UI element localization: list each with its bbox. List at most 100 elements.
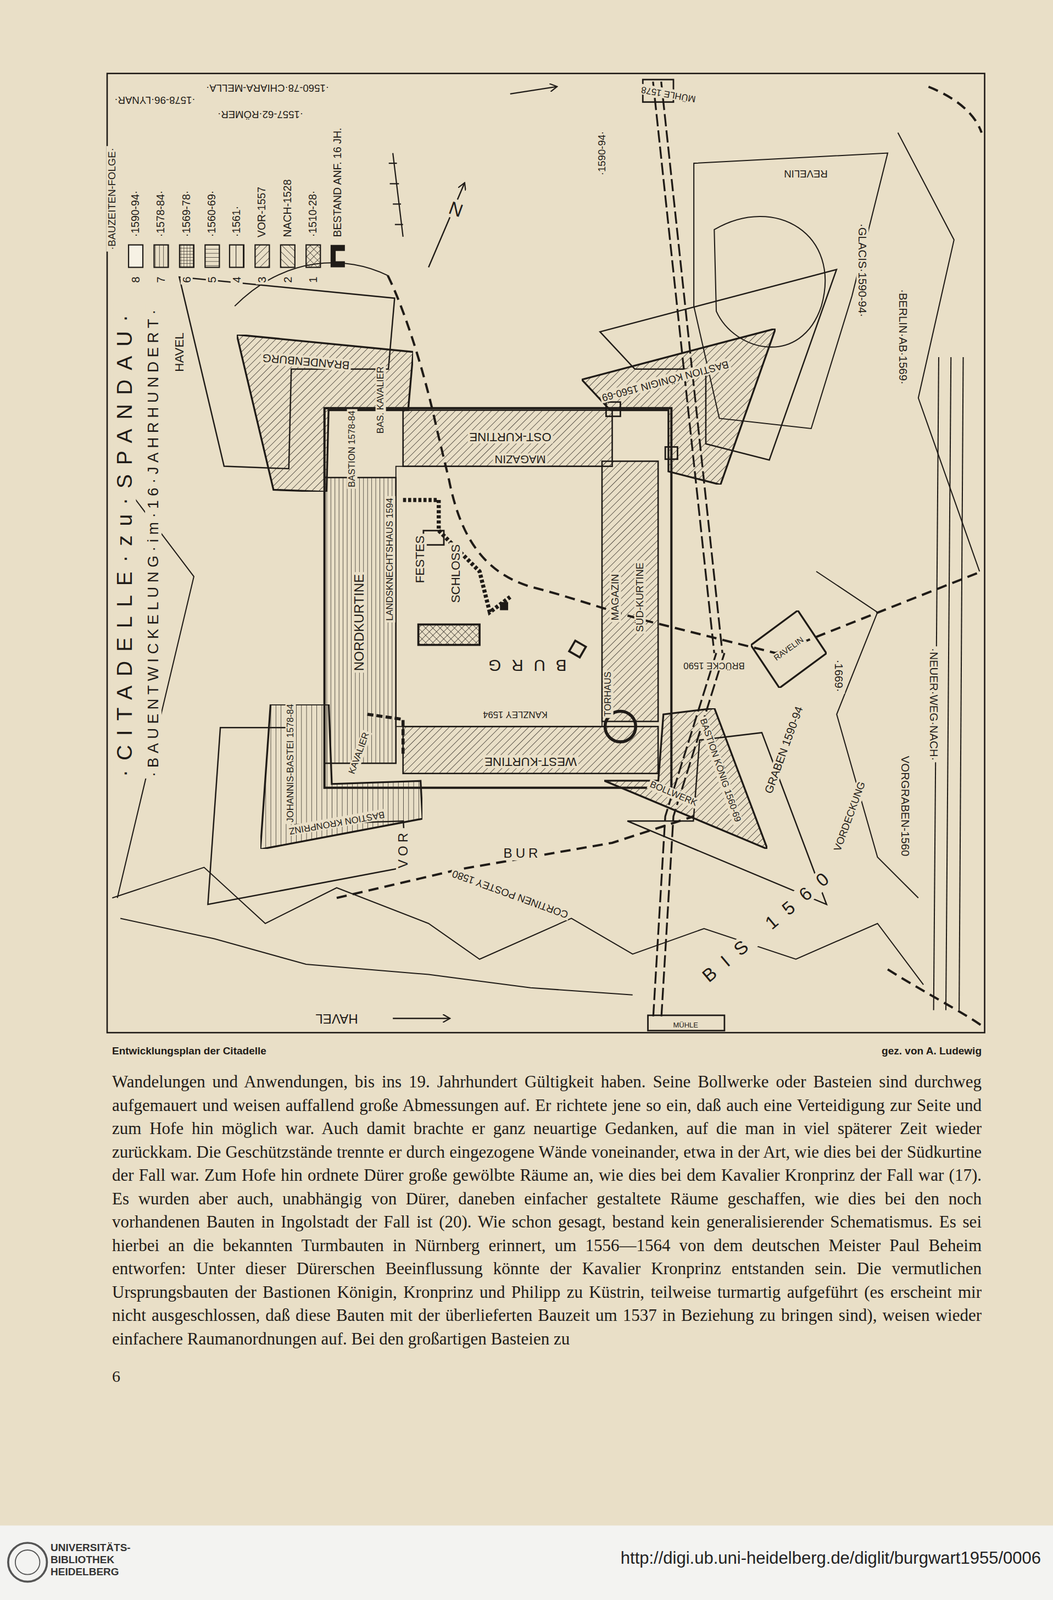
date-note: ·1669· — [832, 657, 845, 694]
bastion-polygon — [236, 334, 414, 492]
area-name: BURG — [476, 656, 568, 674]
outer-line — [816, 571, 919, 898]
building-name: LANDSKNECHTSHAUS 1594 — [384, 496, 395, 623]
bastion-outline — [604, 708, 768, 849]
building-name: MAGAZIN — [493, 453, 548, 466]
bastion-polygon — [750, 610, 827, 688]
route-name: BUR — [502, 845, 544, 861]
work-name: CORTINEN POSTEY 1580 — [449, 866, 572, 921]
legend-number: 8 — [129, 274, 142, 284]
moat-lines — [179, 269, 837, 905]
library-seal — [8, 1542, 48, 1582]
map-subtitle: ·BAUENTWICKELUNG·im·16·JAHRHUNDERT· — [145, 303, 162, 779]
legend-swatches — [128, 244, 345, 268]
legend-text: ·1561· — [230, 204, 243, 239]
bastion-name: RAVELIN — [770, 633, 807, 664]
water-outline — [714, 216, 826, 348]
flow-arrow — [392, 1017, 449, 1019]
bastion-polygon — [604, 708, 768, 849]
map-title: ·CITADELLE·zu·SPANDAU· — [113, 303, 136, 779]
outer-line — [898, 132, 980, 572]
date-note: ·1590-94· — [596, 129, 609, 177]
well — [499, 602, 509, 611]
legend-swatch — [204, 244, 220, 268]
road-line — [959, 357, 963, 1011]
flow-arrow — [510, 86, 557, 94]
legend-text: ·1590-94· — [129, 188, 142, 239]
water-name: HAVEL — [313, 1011, 360, 1026]
glacis-line — [120, 917, 633, 995]
bastion-outline — [581, 328, 776, 485]
body-text: Wandelungen und Anwendungen, bis ins 19.… — [112, 1070, 982, 1351]
legend-swatch — [128, 244, 143, 268]
figure-credit: gez. von A. Ludewig — [881, 1044, 982, 1057]
building-name: MAGAZIN — [609, 571, 622, 622]
legend-title: ·BAUZEITEN-FOLGE· — [106, 146, 119, 252]
legend-swatch — [254, 244, 270, 268]
route-name: VOR — [396, 827, 411, 870]
north-arrow — [428, 183, 465, 267]
legend-number: 2 — [281, 274, 294, 284]
bastion-name: JOHANNIS-BASTEI 1578-84 — [285, 702, 297, 824]
building-name: TORHAUS — [603, 669, 614, 718]
legend-swatch — [179, 244, 194, 268]
architect-note: ·1557-62·RÖMER· — [215, 108, 305, 121]
building-name: KAVALIER — [346, 729, 372, 777]
bridge-name: BRÜCKE 1590 — [682, 660, 747, 671]
legend-text: VOR-1557 — [256, 185, 269, 239]
glacis-line — [234, 262, 388, 306]
mill — [648, 1015, 725, 1031]
map-frame — [107, 73, 985, 1033]
legend-swatch — [229, 244, 244, 268]
legend-text: NACH-1528 — [281, 177, 294, 239]
tower — [569, 640, 586, 657]
legend-number: 1 — [307, 274, 320, 284]
legend-swatch — [330, 244, 345, 268]
legend-text: ·1560-69· — [206, 188, 219, 239]
road-line — [945, 357, 951, 1011]
bastion-shape: RAVELIN — [750, 610, 827, 688]
bastion-shape: BRANDENBURG — [236, 334, 414, 492]
library-seal — [15, 1549, 41, 1575]
citadel-body — [324, 402, 678, 788]
architect-note: ·1560-78·CHIARA-MELLA· — [204, 81, 331, 94]
courtyard — [396, 466, 603, 727]
moat-outline — [112, 132, 980, 1010]
legend-swatch — [153, 244, 169, 268]
legend-swatch — [280, 244, 295, 268]
legend-text: BESTAND ANF. 16 JH. — [331, 126, 344, 239]
moat-name: BIS 1560 — [697, 860, 844, 987]
bastion-shape: BASTION KÖNIG 1560-69BOLLWERK — [604, 708, 768, 849]
routes — [336, 81, 982, 1026]
footer-bar — [0, 1524, 1053, 1600]
north-symbol: N — [444, 197, 467, 222]
mill-name: MÜHLE 1578 — [638, 83, 699, 104]
library-name: UNIVERSITÄTS- BIBLIOTHEK HEIDELBERG — [50, 1541, 150, 1578]
curtain-name: NORDKURTINE — [352, 572, 367, 673]
building-name: KANZLEY 1594 — [481, 709, 550, 720]
work-name: REVELIN — [782, 167, 830, 180]
curtain-name: SÜD-KURTINE — [633, 560, 646, 634]
building-name: SCHLOSS — [449, 542, 463, 605]
work-name: VORDECKUNG — [831, 778, 869, 855]
architect-note: ·1578-96·LYNAR· — [113, 94, 198, 107]
legend-number: 3 — [255, 274, 269, 284]
curtain-north — [324, 477, 397, 763]
water-name: HAVEL — [173, 330, 187, 373]
moat-name: GRABEN 1590-94 — [761, 703, 806, 797]
legend-number: 5 — [205, 274, 219, 284]
source-url: http://digi.ub.uni-heidelberg.de/diglit/… — [620, 1547, 1041, 1568]
dashed-route — [887, 968, 982, 1025]
bastion-shape: BASTION KÖNIGIN 1560-69 — [581, 328, 776, 485]
legend-number: 6 — [180, 274, 193, 284]
citadel-outline — [324, 408, 672, 788]
road-name: ·BERLIN·AB·1569· — [897, 287, 910, 387]
legend-text: ·1578-84· — [155, 188, 168, 239]
building-name: BASTION 1578-84 — [346, 409, 358, 489]
road-name: ·NEUER·WEG·NACH· — [927, 645, 940, 762]
schloss-wall — [403, 499, 511, 612]
legend-number: 4 — [230, 274, 243, 284]
scale-bar — [388, 153, 404, 237]
gate-path — [367, 714, 404, 755]
schloss-building — [418, 624, 480, 645]
